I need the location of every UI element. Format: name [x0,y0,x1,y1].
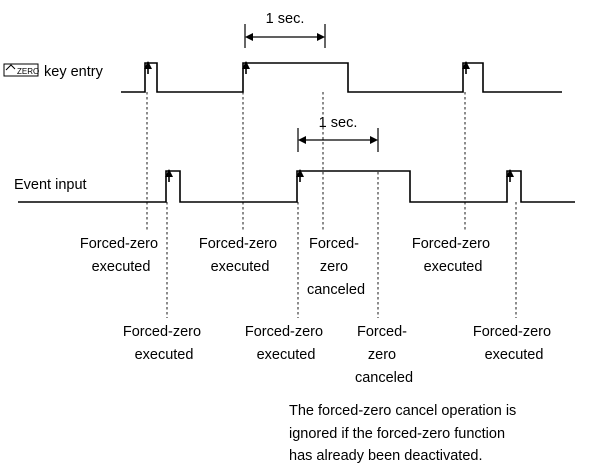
event-input-waveform [18,170,575,203]
key-event-label-3: Forced- zero canceled [307,236,365,298]
key-event-label-1: Forced-zero executed [80,236,162,275]
zero-key-icon: ZERO [3,63,39,77]
input-event-labels: Forced-zero executed Forced-zero execute… [123,324,555,386]
key-guide-lines [146,92,466,230]
zero-key-symbol: ZERO [17,67,39,76]
cancel-note: The forced-zero cancel operation is igno… [289,403,520,463]
event-duration-marker: 1 sec. [297,115,379,152]
key-duration-label: 1 sec. [266,11,305,27]
key-entry-waveform [121,62,562,93]
key-event-label-2: Forced-zero executed [199,236,281,275]
event-duration-label: 1 sec. [319,115,358,131]
key-entry-rising-edge-arrows [144,61,470,74]
input-event-label-1: Forced-zero executed [123,324,205,363]
key-duration-marker: 1 sec. [244,11,326,48]
event-guide-lines [166,172,517,318]
event-input-rising-edge-arrows [165,169,514,182]
input-event-label-4: Forced-zero executed [473,324,555,363]
key-event-label-4: Forced-zero executed [412,236,494,275]
key-entry-label: key entry [44,64,104,80]
input-event-label-2: Forced-zero executed [245,324,327,363]
input-event-label-3: Forced- zero canceled [355,324,413,386]
key-event-labels: Forced-zero executed Forced-zero execute… [80,236,494,298]
event-input-label: Event input [14,177,87,193]
